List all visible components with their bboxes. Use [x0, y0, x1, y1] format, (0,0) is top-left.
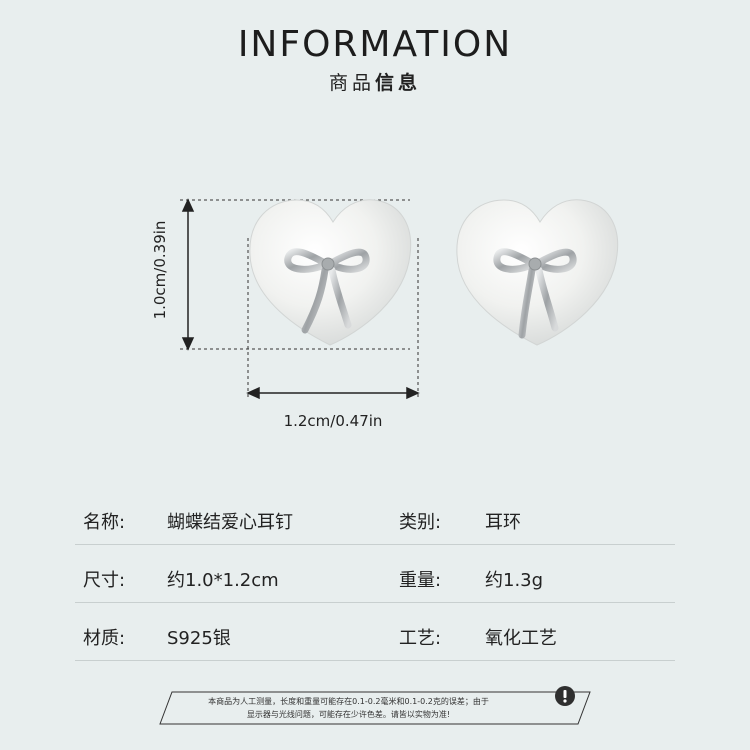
subtitle-light: 商品 — [328, 72, 375, 94]
spec-row: 尺寸: 约1.0*1.2cm 重量: 约1.3g — [75, 544, 675, 603]
disclaimer-line-2: 显示器与光线问题，可能存在少许色差。请皆以实物为准! — [246, 710, 451, 719]
earring-left — [249, 199, 412, 346]
spec-row: 材质: S925银 工艺: 氧化工艺 — [75, 602, 675, 661]
spec-label: 材质: — [83, 628, 126, 649]
subtitle-bold: 信息 — [375, 72, 422, 94]
spec-value: 蝴蝶结爱心耳钉 — [167, 512, 293, 533]
height-arrow — [181, 198, 195, 351]
width-label: 1.2cm/0.47in — [283, 412, 383, 430]
spec-label: 类别: — [399, 512, 442, 533]
disclaimer-text: 本商品为人工测量，长度和重量可能存在0.1-0.2毫米和0.1-0.2克的误差；… — [176, 695, 521, 721]
spec-value: 耳环 — [485, 512, 521, 533]
page-title: INFORMATION — [237, 24, 513, 65]
spec-value: 约1.3g — [485, 570, 544, 591]
spec-value: S925银 — [167, 628, 231, 649]
spec-label: 工艺: — [399, 628, 442, 649]
disclaimer-frame — [159, 691, 591, 725]
page-subtitle: 商品信息 — [0, 68, 750, 95]
spec-label: 名称: — [83, 512, 126, 533]
spec-row: 名称: 蝴蝶结爱心耳钉 类别: 耳环 — [75, 486, 675, 545]
spec-value: 氧化工艺 — [485, 628, 557, 649]
product-illustration — [180, 198, 619, 400]
spec-value: 约1.0*1.2cm — [167, 570, 279, 591]
earring-right — [456, 199, 619, 346]
height-label: 1.0cm/0.39in — [151, 220, 169, 320]
bow-left — [284, 248, 370, 334]
disclaimer-line-1: 本商品为人工测量，长度和重量可能存在0.1-0.2毫米和0.1-0.2克的误差；… — [208, 697, 489, 706]
width-arrow — [246, 386, 420, 400]
exclamation-icon — [555, 686, 575, 706]
disclaimer-box: 本商品为人工测量，长度和重量可能存在0.1-0.2毫米和0.1-0.2克的误差；… — [158, 686, 592, 726]
spec-label: 重量: — [399, 570, 442, 591]
bow-right — [493, 248, 577, 339]
spec-label: 尺寸: — [83, 570, 126, 591]
